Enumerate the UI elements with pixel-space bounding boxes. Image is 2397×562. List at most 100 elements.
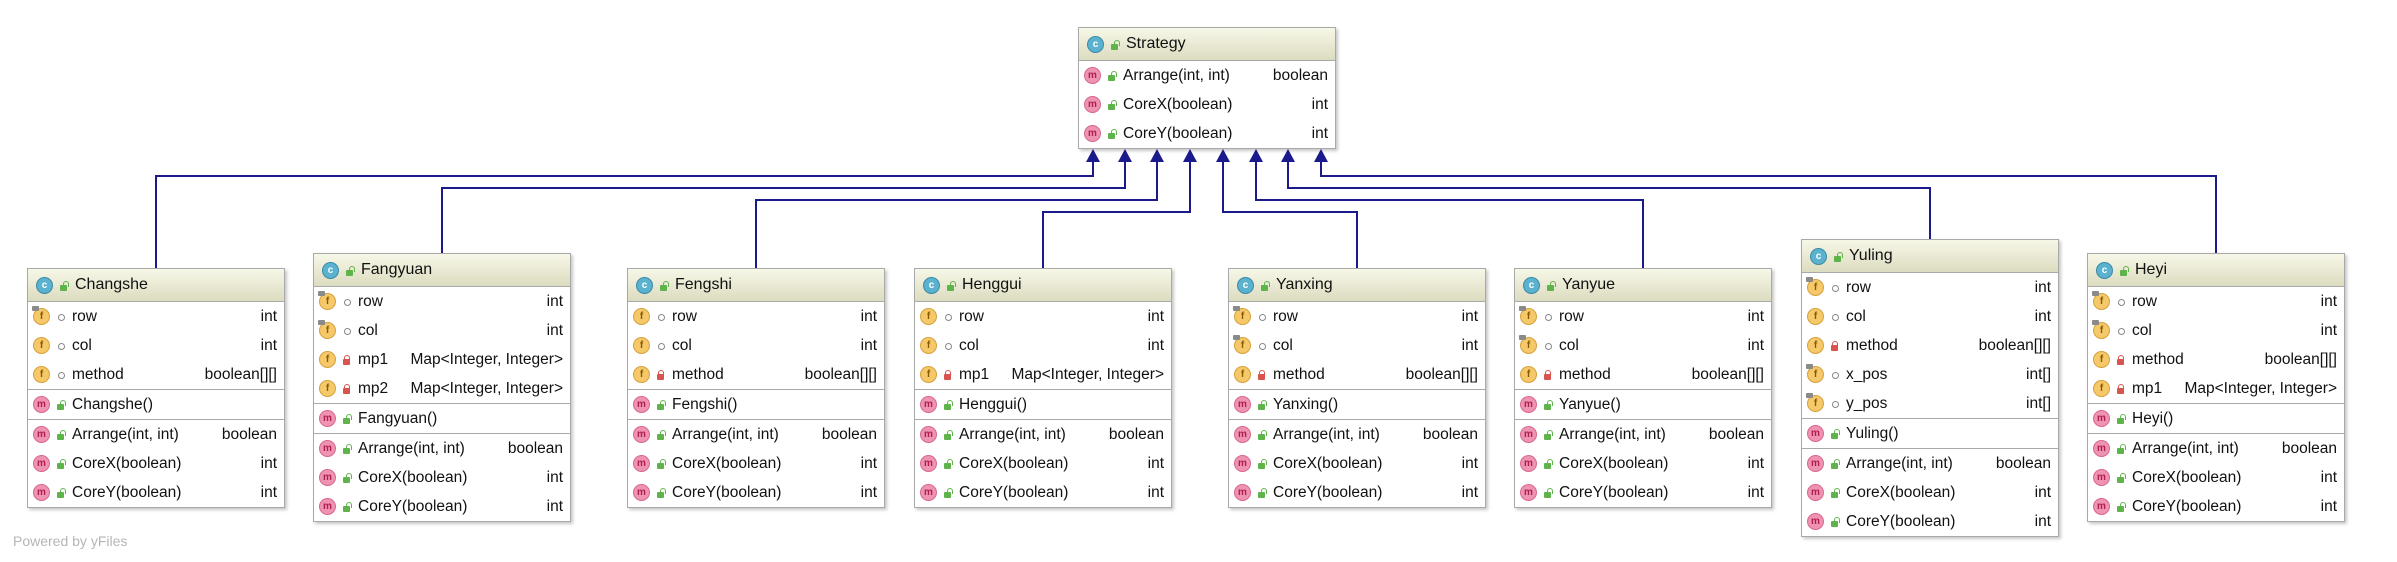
field-icon: f (1519, 306, 1537, 325)
class-name: Henggui (962, 276, 1022, 293)
field-icon: f (1807, 308, 1824, 325)
method-icon: m (319, 410, 336, 427)
method-signature: CoreX(boolean) (1846, 483, 1956, 501)
method-signature: CoreX(boolean) (1123, 95, 1233, 113)
arrowhead-icon (1314, 149, 1328, 162)
powered-by-footer: Powered by yFiles (13, 533, 128, 549)
field-name: col (72, 336, 92, 354)
private-lock-icon (2116, 383, 2126, 394)
method-icon: m (633, 396, 650, 413)
class-name: Heyi (2135, 261, 2168, 278)
field-icon: f (33, 337, 50, 354)
method-signature: Yanyue() (1559, 395, 1621, 413)
field-name: row (1846, 278, 1871, 296)
package-visibility-icon (943, 340, 953, 351)
return-type: boolean (1272, 66, 1328, 84)
field-type: int (546, 292, 563, 310)
return-type: int (1311, 95, 1328, 113)
